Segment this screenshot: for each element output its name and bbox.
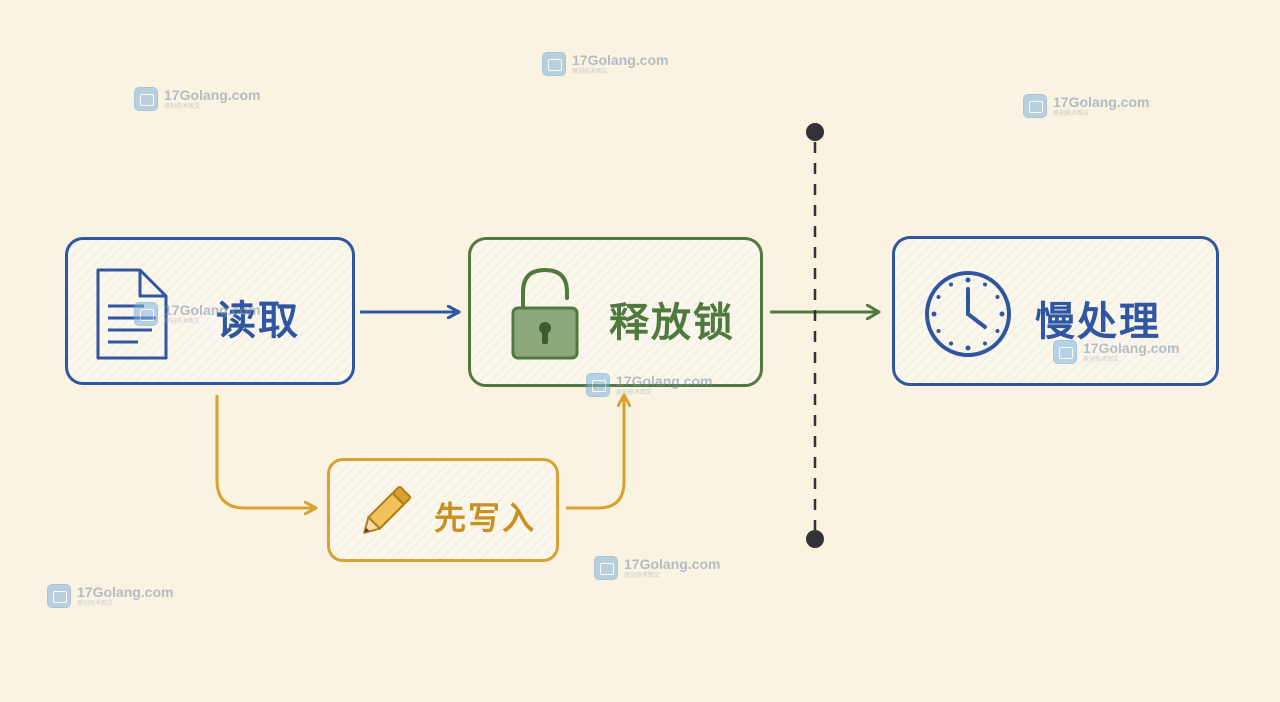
watermark-text: 17Golang.com — [572, 52, 669, 68]
watermark-subtext: 原创技术图文 — [616, 389, 653, 396]
watermark-subtext: 原创技术图文 — [77, 600, 114, 607]
watermark-subtext: 原创技术图文 — [164, 103, 201, 110]
watermark-logo-icon — [542, 52, 566, 76]
watermark-text: 17Golang.com — [624, 556, 721, 572]
arrow-write-to-release — [566, 396, 624, 510]
unlocked-padlock-icon — [511, 267, 579, 360]
clock-icon — [925, 271, 1011, 357]
node-slow-label: 慢处理 — [1035, 298, 1161, 345]
divider-top-dot — [806, 123, 824, 141]
node-release: 释放锁 — [468, 237, 763, 387]
watermark-logo-icon — [47, 584, 71, 608]
watermark-logo-icon — [134, 302, 158, 326]
node-release-label: 释放锁 — [609, 299, 735, 346]
node-slow: 慢处理 — [892, 236, 1219, 386]
watermark-subtext: 原创技术图文 — [164, 318, 201, 325]
watermark-text: 17Golang.com — [1083, 340, 1180, 356]
pencil-icon — [363, 485, 412, 534]
watermark-subtext: 原创技术图文 — [572, 68, 609, 75]
watermark-subtext: 原创技术图文 — [1083, 356, 1120, 363]
watermark-logo-icon — [1053, 340, 1077, 364]
watermark-logo-icon — [586, 373, 610, 397]
node-read: 读取 — [65, 237, 355, 385]
divider-bottom-dot — [806, 530, 824, 548]
watermark-text: 17Golang.com — [164, 302, 261, 318]
node-write-label: 先写入 — [434, 499, 537, 537]
watermark-text: 17Golang.com — [77, 584, 174, 600]
node-write: 先写入 — [327, 458, 559, 562]
document-icon — [96, 268, 168, 360]
watermark-subtext: 原创技术图文 — [624, 572, 661, 579]
watermark-subtext: 原创技术图文 — [1053, 110, 1090, 117]
watermark-text: 17Golang.com — [616, 373, 713, 389]
node-read-label: 读取 — [216, 297, 300, 344]
watermark-logo-icon — [594, 556, 618, 580]
watermark-text: 17Golang.com — [1053, 94, 1150, 110]
watermark-text: 17Golang.com — [164, 87, 261, 103]
watermark-logo-icon — [134, 87, 158, 111]
arrow-read-to-write — [215, 395, 315, 508]
watermark-logo-icon — [1023, 94, 1047, 118]
